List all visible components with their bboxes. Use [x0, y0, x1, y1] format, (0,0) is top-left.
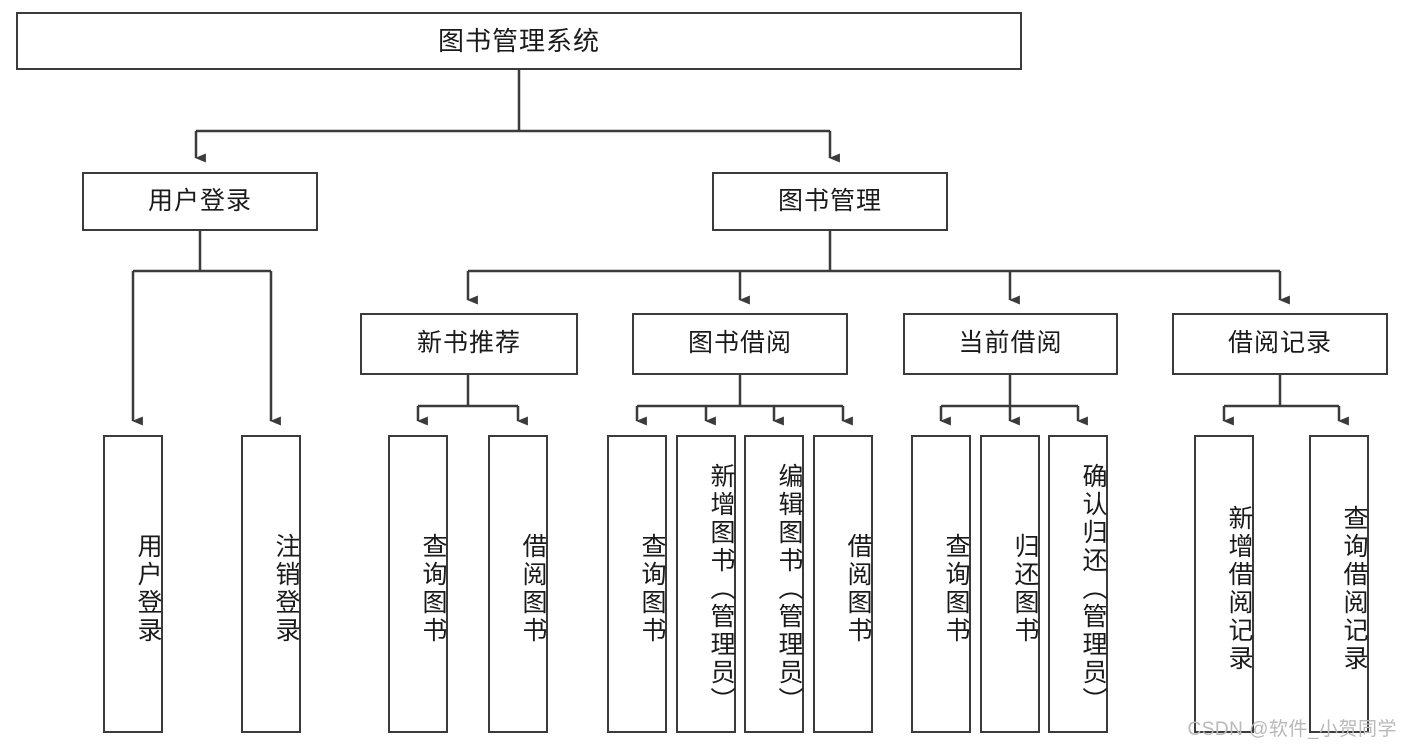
leaf-user-logout-label: 注销登录 [272, 533, 300, 645]
leaf-query-record[interactable]: 查询借阅记录 [1309, 435, 1369, 733]
leaf-query-book-1-label: 查询图书 [419, 533, 447, 645]
node-book-borrow[interactable]: 图书借阅 [632, 313, 848, 375]
node-current-borrow-label: 当前借阅 [958, 329, 1063, 358]
leaf-edit-book-label: 编辑图书（管理员） [775, 463, 803, 715]
node-book-manage[interactable]: 图书管理 [712, 172, 948, 231]
leaf-borrow-book-2-label: 借阅图书 [844, 533, 872, 645]
leaf-add-book-label: 新增图书（管理员） [707, 463, 735, 715]
leaf-borrow-book-1-label: 借阅图书 [519, 533, 547, 645]
leaf-query-book-2-label: 查询图书 [638, 533, 666, 645]
leaf-user-login-label: 用户登录 [134, 533, 162, 645]
leaf-query-book-3-label: 查询图书 [942, 533, 970, 645]
leaf-add-record-label: 新增借阅记录 [1225, 505, 1253, 673]
leaf-borrow-book-1[interactable]: 借阅图书 [488, 435, 548, 733]
leaf-query-book-3[interactable]: 查询图书 [911, 435, 971, 733]
leaf-query-book-2[interactable]: 查询图书 [607, 435, 667, 733]
leaf-return-book[interactable]: 归还图书 [980, 435, 1040, 733]
leaf-query-book-1[interactable]: 查询图书 [388, 435, 448, 733]
watermark: CSDN @软件_小贺同学 [1187, 719, 1397, 740]
leaf-user-login[interactable]: 用户登录 [103, 435, 163, 733]
node-borrow-record[interactable]: 借阅记录 [1172, 313, 1388, 375]
node-user-login[interactable]: 用户登录 [82, 172, 318, 231]
node-borrow-record-label: 借阅记录 [1227, 329, 1332, 358]
leaf-user-logout[interactable]: 注销登录 [241, 435, 301, 733]
leaf-borrow-book-2[interactable]: 借阅图书 [813, 435, 873, 733]
node-new-book-recommend[interactable]: 新书推荐 [360, 313, 578, 375]
leaf-return-book-label: 归还图书 [1011, 533, 1039, 645]
node-book-manage-label: 图书管理 [777, 186, 882, 215]
leaf-confirm-return-label: 确认归还（管理员） [1079, 463, 1107, 715]
leaf-add-book[interactable]: 新增图书（管理员） [676, 435, 736, 733]
node-root-label: 图书管理系统 [437, 25, 600, 56]
node-new-book-recommend-label: 新书推荐 [416, 329, 521, 358]
node-user-login-label: 用户登录 [147, 186, 252, 215]
leaf-confirm-return[interactable]: 确认归还（管理员） [1048, 435, 1108, 733]
leaf-edit-book[interactable]: 编辑图书（管理员） [744, 435, 804, 733]
leaf-query-record-label: 查询借阅记录 [1340, 505, 1368, 673]
leaf-add-record[interactable]: 新增借阅记录 [1194, 435, 1254, 733]
node-root[interactable]: 图书管理系统 [16, 12, 1022, 70]
node-current-borrow[interactable]: 当前借阅 [903, 313, 1118, 375]
node-book-borrow-label: 图书借阅 [687, 329, 792, 358]
